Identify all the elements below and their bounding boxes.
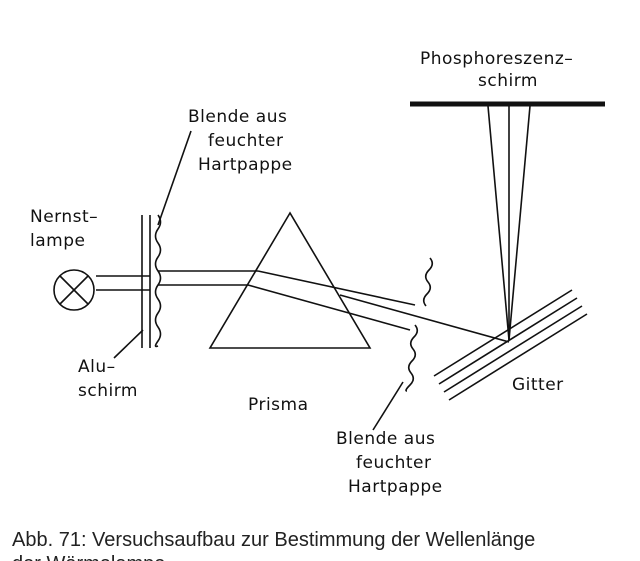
- nernst-label-line2: lampe: [30, 231, 85, 251]
- alu-label-line2: schirm: [78, 381, 138, 401]
- blende-after-prism-upper: [422, 257, 434, 307]
- nernst-lamp: [53, 269, 95, 311]
- prism: [208, 211, 372, 349]
- blende-top-line1: Blende aus: [188, 107, 287, 127]
- alu-leader: [113, 329, 144, 359]
- blende-near-lamp: [154, 214, 162, 348]
- grating: [433, 289, 588, 401]
- blende-top-leader: [157, 130, 192, 226]
- blende-top-line3: Hartpappe: [198, 155, 293, 175]
- nernst-label-line1: Nernst–: [30, 207, 98, 227]
- figure-caption-line1: Abb. 71: Versuchsaufbau zur Bestimmung d…: [12, 529, 535, 551]
- phosphor-label-line2: schirm: [478, 71, 538, 91]
- blende-after-prism-lower: [405, 324, 419, 392]
- diffracted-beams: [487, 105, 531, 341]
- phosphor-label-line1: Phosphoreszenz–: [420, 49, 573, 69]
- blende-top-line2: feuchter: [208, 131, 283, 151]
- alu-label-line1: Alu–: [78, 357, 116, 377]
- alu-screen: [141, 215, 151, 348]
- blende-bottom-line1: Blende aus: [336, 429, 435, 449]
- figure-caption-line2: der Wärmelampe: [12, 553, 165, 561]
- gitter-label: Gitter: [512, 375, 564, 395]
- prisma-label: Prisma: [248, 395, 309, 415]
- refracted-rays: [247, 270, 510, 343]
- blende-bottom-line3: Hartpappe: [348, 477, 443, 497]
- blende-bottom-line2: feuchter: [356, 453, 431, 473]
- light-beam: [96, 270, 258, 291]
- blende-bottom-leader: [372, 381, 404, 431]
